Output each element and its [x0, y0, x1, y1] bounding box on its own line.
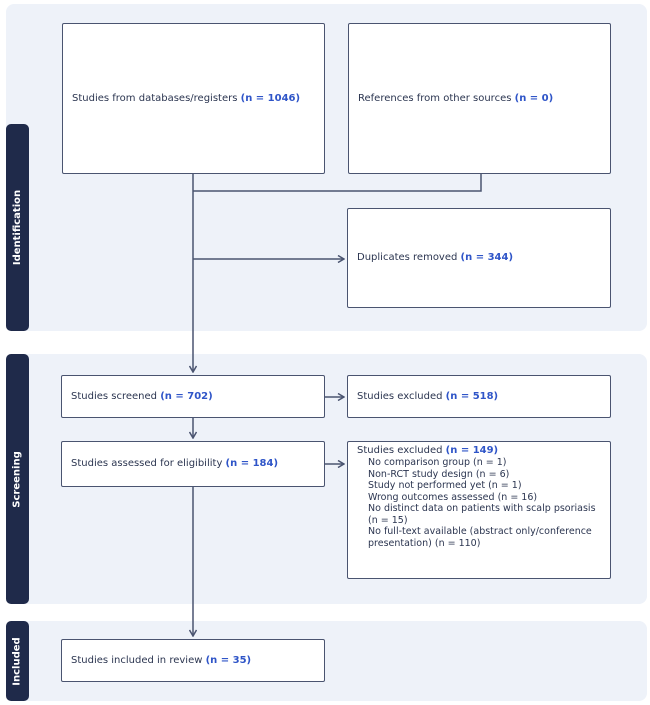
exclusion-reason: Wrong outcomes assessed (n = 16)	[368, 491, 538, 503]
databases-label: Studies from databases/registers	[72, 92, 238, 104]
identification-label: Identification	[6, 124, 29, 331]
included-count: (n = 35)	[205, 654, 252, 666]
excluded-eligibility-count: (n = 149)	[445, 445, 499, 456]
other-sources-label: References from other sources	[358, 92, 512, 104]
exclusion-reason: Non-RCT study design (n = 6)	[368, 468, 510, 480]
screened-label: Studies screened	[71, 390, 158, 402]
included-label-text: Included	[12, 636, 24, 686]
duplicates-count: (n = 344)	[460, 252, 514, 263]
exclusion-reason: No distinct data on patients with scalp …	[368, 503, 596, 514]
exclusion-reason: No comparison group (n = 1)	[368, 457, 507, 468]
excluded-screening-label: Studies excluded	[357, 390, 443, 402]
eligibility-box: Studies assessed for eligibility (n = 18…	[61, 441, 325, 487]
excluded-screening-box: Studies excluded (n = 518)	[347, 375, 611, 418]
excluded-eligibility-label: Studies excluded	[357, 445, 443, 456]
screening-label-text: Screening	[12, 450, 24, 508]
excluded-eligibility-box: Studies excluded (n = 149) No comparison…	[347, 441, 611, 579]
screened-box: Studies screened (n = 702)	[61, 375, 325, 418]
exclusion-reason: No full-text available (abstract only/co…	[368, 526, 592, 537]
exclusion-reason: (n = 15)	[368, 514, 408, 526]
screening-label: Screening	[6, 354, 29, 604]
databases-count: (n = 1046)	[240, 92, 301, 104]
exclusion-reasons-list: No comparison group (n = 1) Non-RCT stud…	[357, 457, 596, 549]
duplicates-label: Duplicates removed	[357, 252, 458, 263]
included-label: Included	[6, 621, 29, 701]
included-label-box: Studies included in review	[71, 654, 203, 666]
other-sources-count: (n = 0)	[514, 92, 554, 104]
included-box: Studies included in review (n = 35)	[61, 639, 325, 682]
exclusion-reason: presentation) (n = 110)	[368, 537, 481, 549]
duplicates-box: Duplicates removed (n = 344)	[347, 208, 611, 308]
excluded-screening-count: (n = 518)	[445, 390, 499, 402]
eligibility-label: Studies assessed for eligibility	[71, 458, 223, 469]
screened-count: (n = 702)	[160, 390, 213, 402]
databases-box: Studies from databases/registers (n = 10…	[62, 23, 325, 174]
eligibility-count: (n = 184)	[225, 458, 279, 469]
other-sources-box: References from other sources (n = 0)	[348, 23, 611, 174]
exclusion-reason: Study not performed yet (n = 1)	[368, 480, 522, 491]
identification-label-text: Identification	[12, 189, 23, 266]
